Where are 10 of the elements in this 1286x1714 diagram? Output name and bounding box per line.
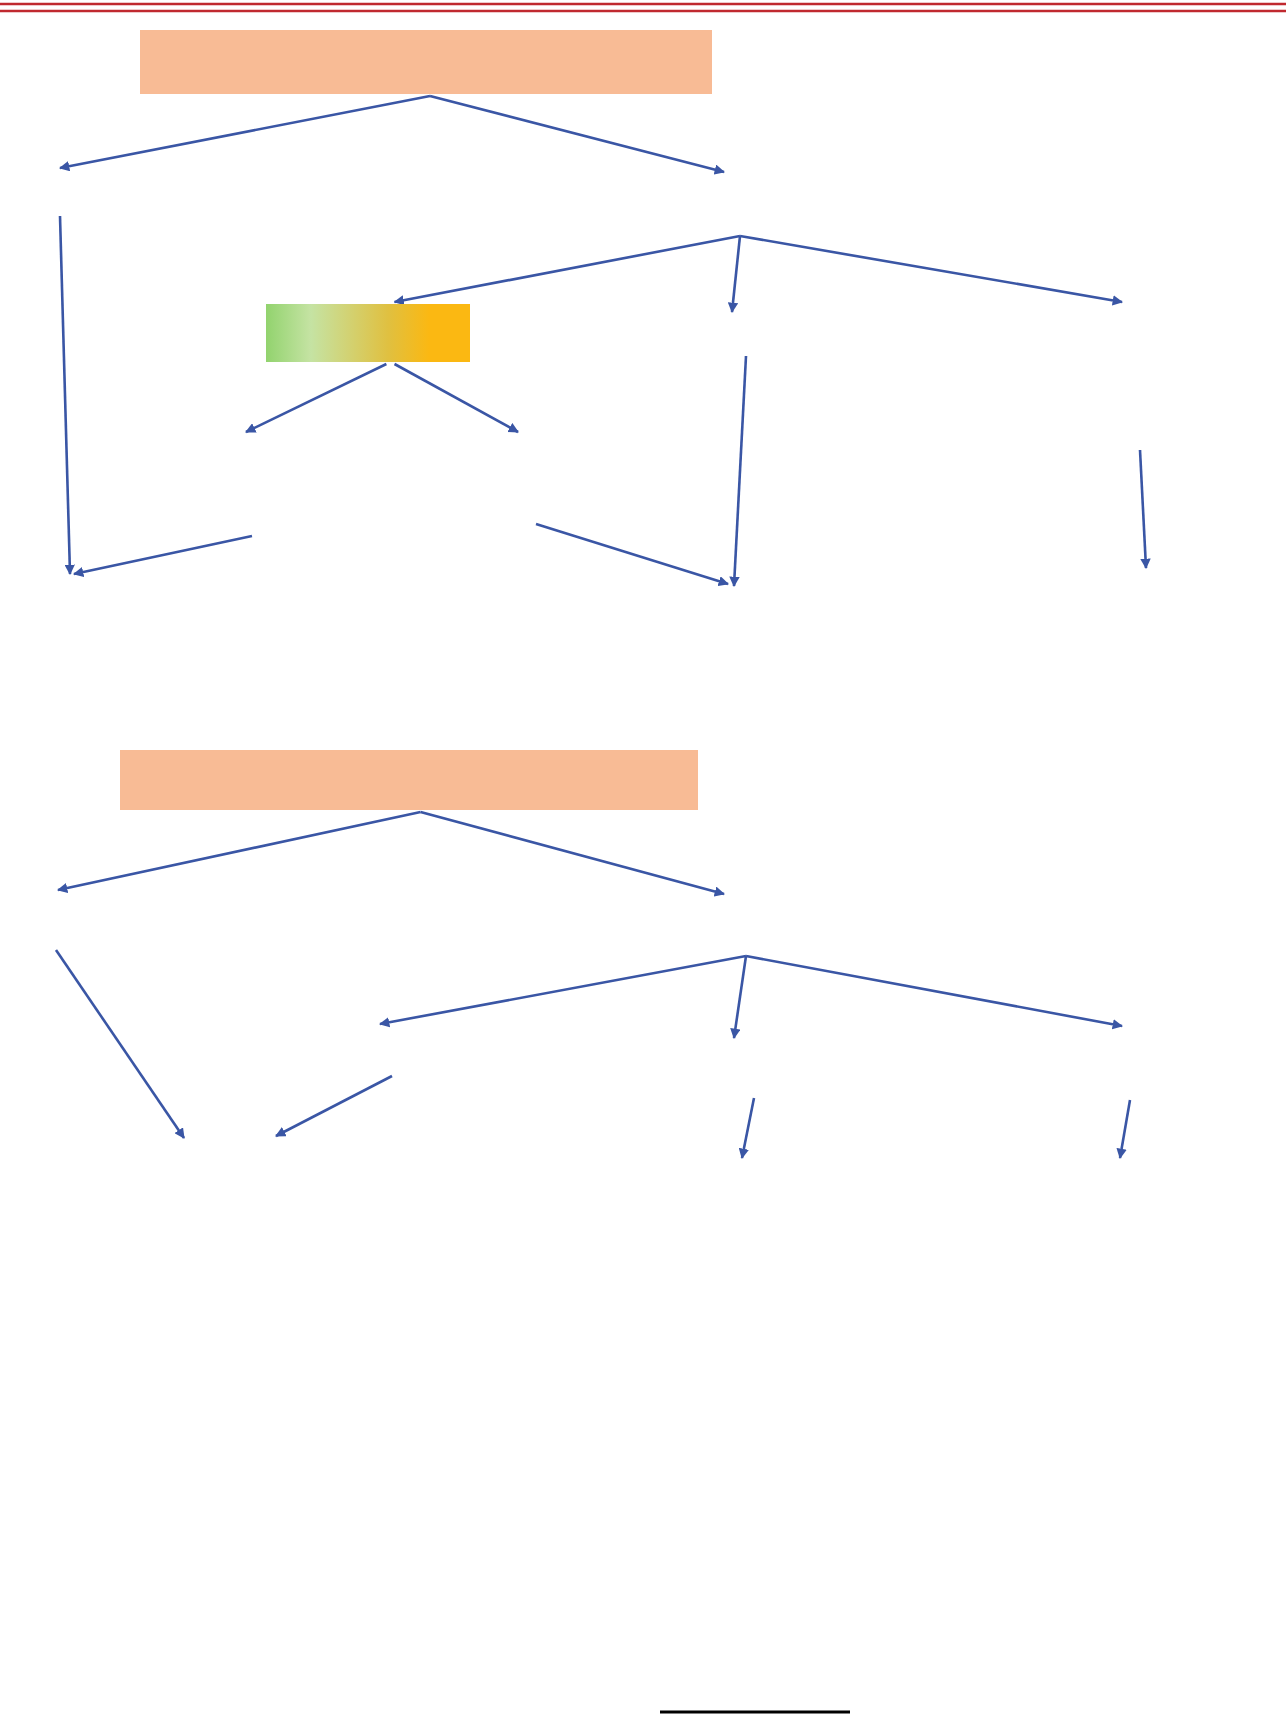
filled-box (140, 30, 712, 94)
arrow (393, 234, 741, 306)
arrow (245, 362, 387, 434)
arrow (393, 362, 519, 434)
filled-box (120, 750, 698, 810)
arrow (420, 810, 725, 897)
arrow (57, 810, 421, 894)
filled-box (266, 304, 470, 362)
arrow (429, 94, 725, 175)
arrow (59, 94, 431, 172)
